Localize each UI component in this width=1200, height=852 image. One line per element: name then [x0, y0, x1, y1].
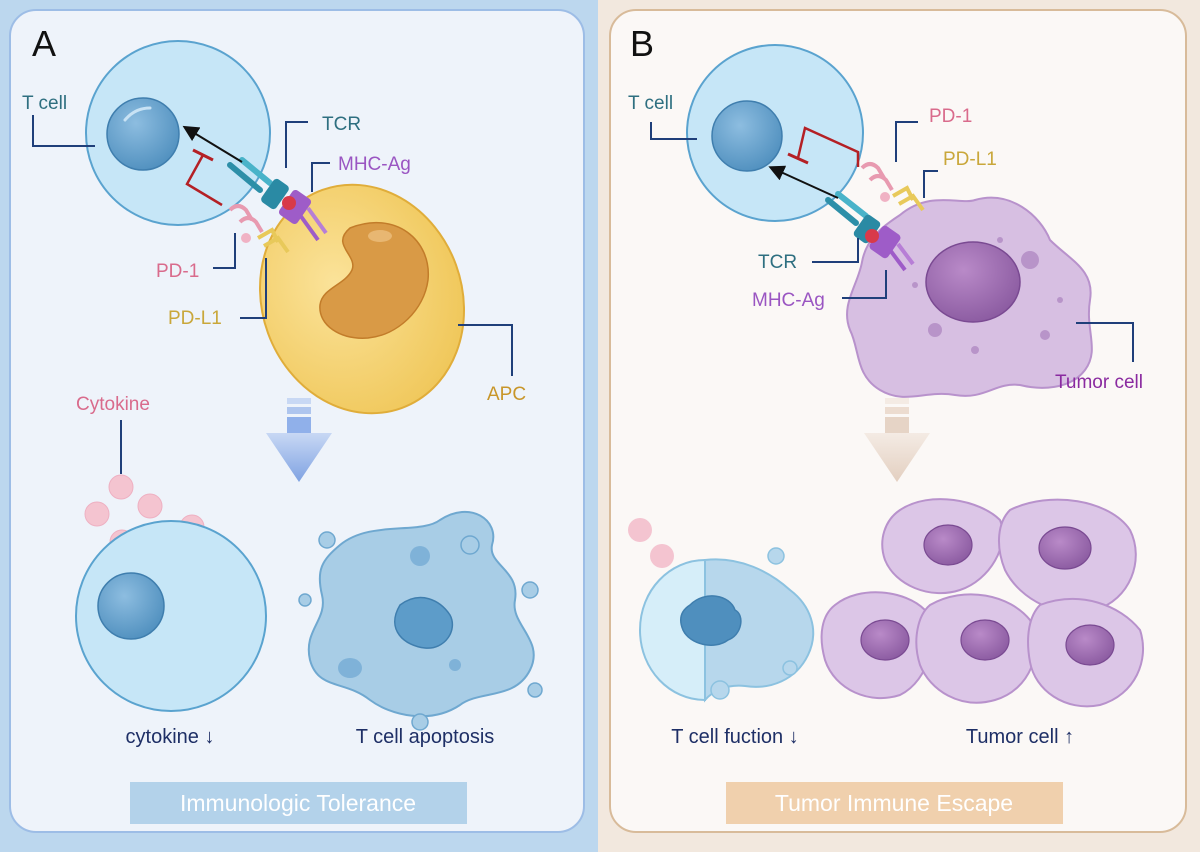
- label-mhc-ag-a: MHC-Ag: [338, 154, 411, 175]
- down-arrow-a: [266, 398, 332, 482]
- inhibition-line-b: [796, 126, 860, 167]
- t-cell-nucleus-b: [711, 100, 783, 172]
- leader-lines-b: [650, 121, 1134, 362]
- label-pdl1-a: PD-L1: [168, 308, 222, 329]
- label-apc: APC: [487, 384, 526, 405]
- inhibition-line-a: [185, 154, 223, 207]
- banner-b: Tumor Immune Escape: [775, 790, 1013, 816]
- banner-b-bg: [726, 782, 1063, 824]
- lower-t-cell-nucleus-a: [97, 572, 165, 640]
- label-mhc-ag-b: MHC-Ag: [752, 290, 825, 311]
- apoptotic-cell: [298, 510, 543, 731]
- dysfunctional-t-cell: [628, 518, 815, 703]
- label-tcr-b: TCR: [758, 252, 797, 273]
- activation-arrow-a: [182, 125, 243, 163]
- banner-a: Immunologic Tolerance: [180, 790, 416, 816]
- activation-arrow-b: [768, 165, 839, 199]
- tcr-mhc-complex-a: [227, 157, 328, 242]
- down-arrow-b: [864, 398, 930, 482]
- panel-b: B: [598, 0, 1200, 852]
- label-pd1-b: PD-1: [929, 106, 972, 127]
- label-tumor-cell: Tumor cell: [1055, 372, 1143, 393]
- tumor-nucleus: [925, 241, 1021, 323]
- tcr-mhc-complex-b: [825, 191, 915, 272]
- panel-a-letter: A: [32, 23, 56, 64]
- leader-lines-a: [32, 115, 513, 474]
- label-pd1-a: PD-1: [156, 261, 199, 282]
- pd1-pdl1-a: [228, 204, 290, 254]
- pd1-pdl1-b: [860, 162, 925, 212]
- panel-a: A: [0, 0, 598, 852]
- label-t-cell-b: T cell: [628, 93, 673, 114]
- panel-b-letter: B: [630, 23, 654, 64]
- caption-t-cell-function: T cell fuction ↓: [671, 726, 798, 748]
- apc-nucleus: [319, 222, 429, 339]
- lower-t-cell-a: [75, 520, 267, 712]
- label-t-cell-a: T cell: [22, 93, 67, 114]
- caption-cytokine-down: cytokine ↓: [126, 726, 215, 748]
- tumor-cluster: [820, 498, 1145, 708]
- label-cytokine: Cytokine: [76, 394, 150, 415]
- caption-apoptosis: T cell apoptosis: [356, 726, 495, 748]
- caption-tumor-up: Tumor cell ↑: [966, 726, 1074, 748]
- label-pdl1-b: PD-L1: [943, 149, 997, 170]
- label-tcr-a: TCR: [322, 114, 361, 135]
- t-cell-nucleus: [106, 97, 180, 171]
- banner-a-bg: [130, 782, 467, 824]
